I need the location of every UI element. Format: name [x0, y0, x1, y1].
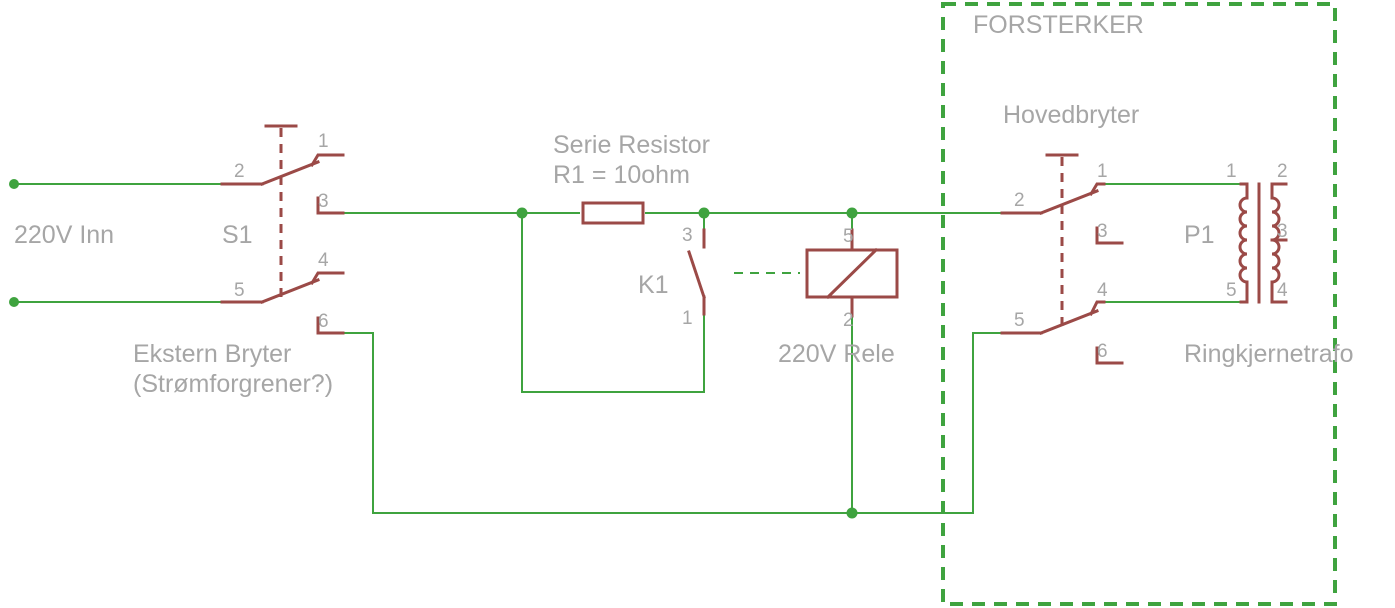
pin-number: 5 [234, 280, 245, 301]
serie-label-1: Serie Resistor [553, 131, 710, 159]
pin-number: 3 [682, 225, 693, 246]
junction-dot [846, 507, 858, 519]
pin-number: 2 [843, 310, 854, 331]
ekstern-label-2: (Strømforgrener?) [133, 370, 333, 398]
s1-label: S1 [222, 221, 253, 249]
terminal-inn-bottom [9, 297, 19, 307]
serie-label-2: R1 = 10ohm [553, 161, 690, 189]
pin-number: 6 [1097, 341, 1108, 362]
transformer-p1: 1 5 2 3 4 [1226, 161, 1288, 304]
terminal-inn-top [9, 179, 19, 189]
pin-number: 4 [1277, 280, 1288, 301]
main-switch: 1 2 3 4 5 6 [1000, 153, 1124, 365]
ringkjernetrafo-label: Ringkjernetrafo [1184, 340, 1354, 368]
resistor-r1 [581, 201, 645, 225]
pin-number: 4 [318, 250, 329, 271]
pin-number: 1 [1226, 161, 1237, 182]
pin-number: 2 [1277, 161, 1288, 182]
pin-number: 3 [318, 191, 329, 212]
pin-number: 5 [1226, 280, 1237, 301]
p1-label: P1 [1184, 221, 1215, 249]
inn-label: 220V Inn [14, 221, 114, 249]
k1-label: K1 [638, 271, 669, 299]
pin-number: 1 [1097, 161, 1108, 182]
forsterker-label: FORSTERKER [973, 11, 1144, 39]
pin-number: 2 [234, 161, 245, 182]
junctions [9, 179, 858, 519]
wire-bypass-loop [521, 213, 705, 393]
junction-dot [698, 207, 710, 219]
forsterker-frame [941, 2, 1337, 606]
ekstern-label-1: Ekstern Bryter [133, 340, 291, 368]
pin-number: 3 [1277, 221, 1288, 242]
junction-dot [846, 207, 858, 219]
relay-contact-k1: 3 1 [682, 225, 706, 329]
pin-number: 5 [843, 226, 854, 247]
pin-number: 3 [1097, 221, 1108, 242]
pin-number: 6 [318, 311, 329, 332]
hovedbryter-label: Hovedbryter [1003, 101, 1139, 129]
pin-number: 1 [682, 308, 693, 329]
wire-return [325, 332, 1002, 514]
pin-number: 4 [1097, 280, 1108, 301]
pin-number: 5 [1014, 310, 1025, 331]
pin-number: 2 [1014, 190, 1025, 211]
junction-dot [516, 207, 528, 219]
pin-number: 1 [318, 131, 329, 152]
relay-coil: 5 2 [805, 226, 899, 331]
switch-s1: 1 2 3 4 5 6 [220, 124, 345, 335]
rele-label: 220V Rele [778, 340, 895, 368]
